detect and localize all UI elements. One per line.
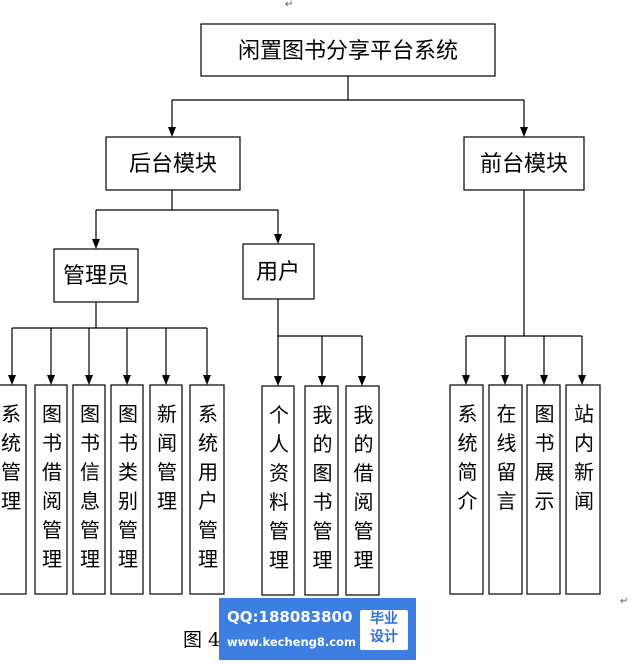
- frontend-leaf-box: [526, 384, 561, 595]
- backend-node-label: 后台模块: [129, 152, 217, 177]
- frontend-leaf-4: 站内新闻: [565, 384, 601, 595]
- arrowhead: [462, 375, 470, 385]
- user-leaf-box: [304, 385, 339, 596]
- admin-leaf-box: [0, 384, 27, 595]
- frontend-node-box: [463, 136, 585, 191]
- admin-leaf-label: 图书类别管理: [118, 402, 138, 571]
- admin-leaf-6: 系统用户管理: [189, 384, 225, 595]
- arrowhead: [540, 375, 548, 385]
- root-node-label: 闲置图书分享平台系统: [238, 39, 458, 64]
- arrowhead: [162, 375, 170, 385]
- arrowheads: [8, 127, 586, 386]
- frontend-leaf-1: 系统简介: [449, 384, 484, 595]
- arrowhead: [203, 375, 211, 385]
- arrowhead: [520, 127, 528, 137]
- admin-node-label: 管理员: [63, 264, 129, 289]
- user-node-box: [242, 243, 315, 300]
- admin-leaf-5: 新闻管理: [149, 384, 183, 595]
- admin-leaf-box: [72, 384, 106, 595]
- admin-leaf-label: 图书信息管理: [80, 402, 100, 571]
- watermark-badge-line2: 设计: [370, 629, 398, 645]
- admin-leaf-4: 图书类别管理: [110, 384, 144, 595]
- frontend-node-label: 前台模块: [480, 152, 568, 177]
- arrowhead: [123, 375, 131, 385]
- user-leaf-2: 我的图书管理: [304, 385, 339, 596]
- admin-node-box: [53, 248, 139, 303]
- watermark-badge-line1: 毕业: [370, 611, 398, 627]
- backend-node-box: [105, 136, 241, 191]
- watermark-badge: 毕业 设计: [360, 610, 408, 650]
- paragraph-mark-right: ↵: [620, 596, 628, 607]
- user-leaf-box: [345, 385, 380, 596]
- frontend-leaf-label: 系统简介: [458, 402, 478, 513]
- arrowhead: [358, 376, 366, 386]
- arrowhead: [274, 376, 282, 386]
- arrowhead: [168, 127, 176, 137]
- frontend-leaf-label: 在线留言: [497, 402, 517, 513]
- admin-leaf-label: 新闻管理: [157, 402, 177, 513]
- admin-leaf-box: [34, 384, 68, 595]
- frontend-leaf-label: 图书展示: [535, 402, 555, 513]
- admin-leaf-label: 系统用户管理: [198, 402, 218, 571]
- arrowhead: [318, 376, 326, 386]
- frontend-leaf-box: [565, 384, 601, 595]
- root-node-box: [200, 23, 496, 77]
- user-leaf-box: [261, 385, 295, 596]
- watermark-qq: QQ:188083800: [227, 608, 353, 626]
- frontend-leaf-3: 图书展示: [526, 384, 561, 595]
- frontend-leaf-box: [488, 384, 523, 595]
- admin-leaf-label: 图书借阅管理: [42, 402, 62, 571]
- arrowhead: [578, 375, 586, 385]
- figure-caption: 图 4: [183, 629, 220, 651]
- admin-leaf-3: 图书信息管理: [72, 384, 106, 595]
- admin-leaf-box: [110, 384, 144, 595]
- arrowhead: [85, 375, 93, 385]
- frontend-leaf-box: [449, 384, 484, 595]
- arrowhead: [47, 375, 55, 385]
- arrowhead: [8, 375, 16, 385]
- user-leaf-label: 我的借阅管理: [354, 403, 374, 572]
- admin-leaf-box: [149, 384, 183, 595]
- admin-leaf-2: 图书借阅管理: [34, 384, 68, 595]
- watermark-url: www.kecheng8.com: [227, 635, 356, 649]
- watermark-banner: QQ:188083800 www.kecheng8.com 毕业 设计: [219, 598, 416, 660]
- frontend-leaf-label: 站内新闻: [574, 402, 594, 513]
- user-leaf-1: 个人资料管理: [261, 385, 295, 596]
- frontend-leaf-2: 在线留言: [488, 384, 523, 595]
- admin-leaf-label: 系统管理: [1, 402, 21, 513]
- user-node-label: 用户: [256, 260, 300, 285]
- arrowhead: [501, 375, 509, 385]
- admin-leaf-1: 系统管理: [0, 384, 27, 595]
- admin-leaf-box: [189, 384, 225, 595]
- user-leaf-label: 个人资料管理: [269, 403, 289, 572]
- user-leaf-label: 我的图书管理: [313, 403, 333, 572]
- connector-lines: [11, 76, 583, 378]
- user-leaf-3: 我的借阅管理: [345, 385, 380, 596]
- arrowhead: [92, 239, 100, 249]
- arrowhead: [274, 234, 282, 244]
- paragraph-mark-top: ↵: [285, 0, 293, 10]
